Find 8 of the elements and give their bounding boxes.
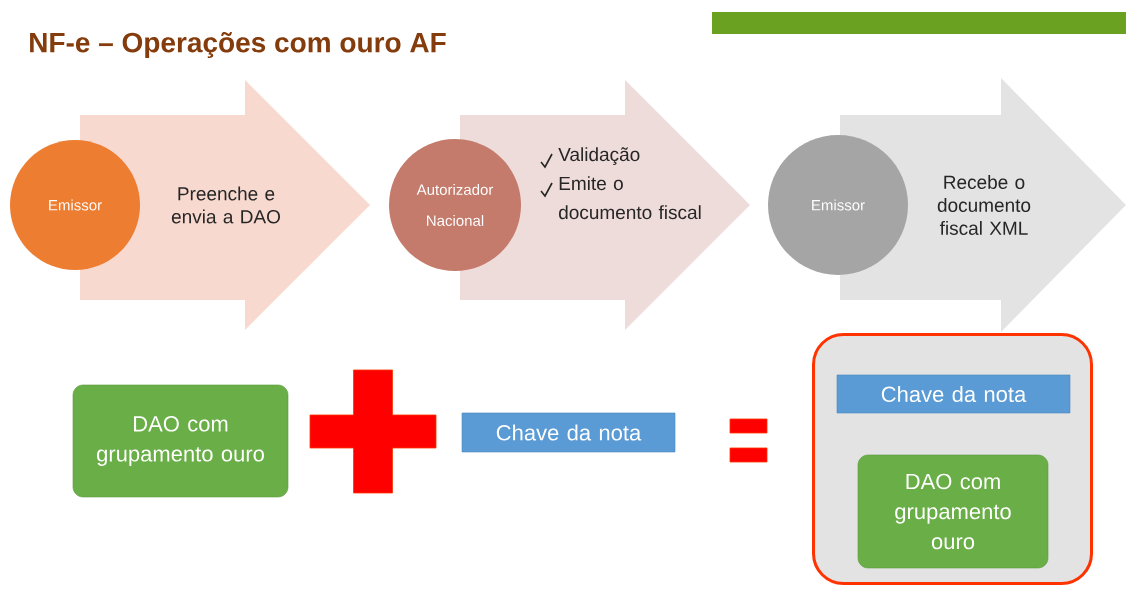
top-bar <box>712 12 1126 34</box>
key-bar: Chave da nota <box>836 374 1071 414</box>
equals-sign <box>729 418 768 463</box>
title: NF-e – Operações com ouro AF <box>30 32 446 58</box>
key-bar: Chave da nota <box>461 412 676 453</box>
plus-sign <box>309 369 437 494</box>
process-box: DAO com grupamento ouro <box>72 384 289 498</box>
process-box: DAO com grupamento ouro <box>857 454 1049 569</box>
